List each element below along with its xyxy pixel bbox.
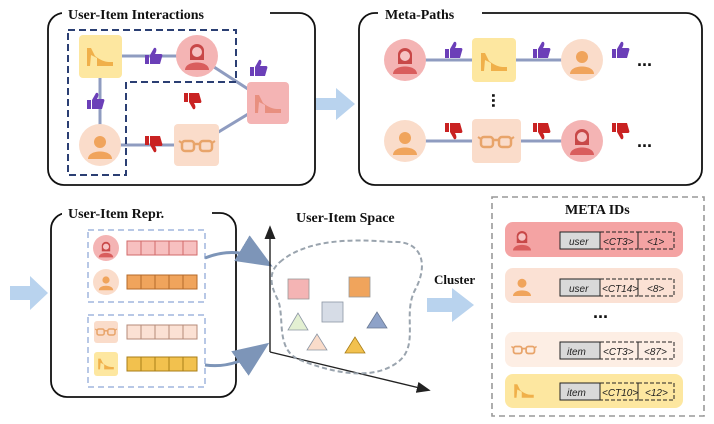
representation-panel: User-Item Repr.	[50, 205, 237, 398]
meta-id-type: item	[567, 347, 586, 358]
meta-id-type: user	[569, 237, 589, 248]
meta-paths-panel: Meta-Paths ... ... ...	[358, 6, 703, 186]
meta-id-id: <1>	[647, 237, 664, 248]
meta-id-code: <CT3>	[603, 237, 634, 248]
cluster-label: Cluster	[434, 272, 475, 287]
meta-path-ellipsis: ...	[637, 131, 652, 151]
meta-id-code: <CT3>	[603, 347, 634, 358]
meta-id-id: <8>	[647, 284, 664, 295]
meta-id-id: <12>	[645, 388, 668, 399]
meta-ids-title: META IDs	[565, 203, 630, 218]
meta-ids-ellipsis: ...	[593, 302, 608, 322]
meta-id-type: user	[569, 284, 589, 295]
interactions-title: User-Item Interactions	[68, 8, 204, 23]
interactions-panel: User-Item Interactions	[47, 6, 316, 186]
item-node-heel	[79, 35, 122, 78]
meta-id-code: <CT10>	[602, 388, 638, 399]
meta-id-code: <CT14>	[602, 284, 638, 295]
meta-path-vertical-ellipsis: ...	[488, 93, 508, 108]
space-title: User-Item Space	[296, 211, 395, 226]
meta-path-ellipsis: ...	[637, 50, 652, 70]
cluster-arrow	[427, 288, 474, 322]
meta-path-region	[67, 29, 237, 176]
flow-arrow	[10, 276, 48, 310]
user-item-space: User-Item Space	[264, 211, 431, 393]
flow-arrow	[316, 88, 355, 120]
meta-ids-panel: META IDs user <CT3> <1> user <CT14> <8> …	[491, 196, 705, 417]
meta-id-type: item	[567, 388, 586, 399]
meta-paths-title: Meta-Paths	[385, 8, 455, 23]
repr-title: User-Item Repr.	[68, 207, 164, 222]
item-node-heel-pink	[247, 82, 289, 124]
meta-id-id: <87>	[644, 347, 667, 358]
